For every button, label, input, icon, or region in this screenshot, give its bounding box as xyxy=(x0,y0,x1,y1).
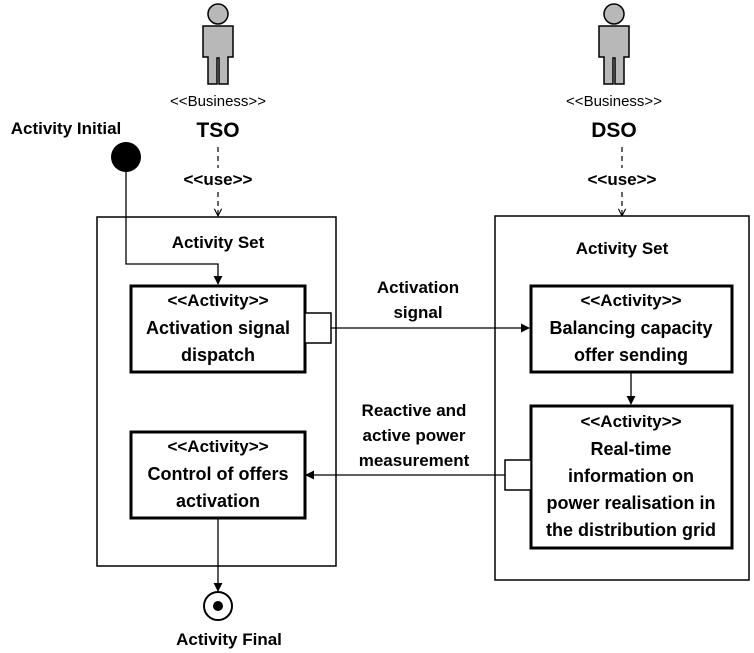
tso-use-label-bg xyxy=(175,168,261,190)
realtime-line-1: Real-time xyxy=(590,439,671,459)
measurement-label-2: active power xyxy=(363,426,466,445)
measurement-label-3: measurement xyxy=(359,451,470,470)
dso-use-label-bg xyxy=(579,168,665,190)
tso-stereotype: <<Business>> xyxy=(170,93,266,110)
tso-actor-icon xyxy=(202,3,234,85)
balancing-line-1: Balancing capacity xyxy=(549,318,712,338)
dso-stereotype: <<Business>> xyxy=(566,93,662,110)
control-line-2: activation xyxy=(176,491,260,511)
activity-control-of-offers-activation xyxy=(129,430,307,520)
dso-actor-icon xyxy=(598,3,630,85)
control-line-1: Control of offers xyxy=(148,464,289,484)
activation-signal-label-2: signal xyxy=(393,303,442,322)
realtime-line-3: power realisation in xyxy=(546,493,715,513)
measurement-label-1: Reactive and xyxy=(362,401,467,420)
activity-activation-signal-dispatch xyxy=(129,284,307,374)
realtime-line-4: the distribution grid xyxy=(546,520,716,540)
control-stereotype: <<Activity>> xyxy=(167,437,268,456)
activation-signal-label-1: Activation xyxy=(377,278,459,297)
initial-node xyxy=(111,142,141,172)
activity-balancing-capacity-offer-sending xyxy=(529,284,734,374)
dispatch-output-pin xyxy=(304,312,332,344)
initial-node-label: Activity Initial xyxy=(11,119,122,138)
realtime-output-pin xyxy=(504,459,532,491)
realtime-line-2: information on xyxy=(568,466,694,486)
dso-activity-set-title: Activity Set xyxy=(576,239,669,258)
final-node-label: Activity Final xyxy=(176,630,282,649)
tso-activity-set-title: Activity Set xyxy=(172,233,265,252)
realtime-stereotype: <<Activity>> xyxy=(580,412,681,431)
tso-use-label: <<use>> xyxy=(183,170,252,189)
balancing-line-2: offer sending xyxy=(574,345,688,365)
balancing-stereotype: <<Activity>> xyxy=(580,291,681,310)
initial-to-dispatch-flow xyxy=(125,172,223,285)
activity-real-time-information xyxy=(529,404,734,550)
final-node-core xyxy=(213,601,223,611)
dispatch-line-2: dispatch xyxy=(181,345,255,365)
dispatch-line-1: Activation signal xyxy=(146,318,290,338)
dso-use-label: <<use>> xyxy=(587,170,656,189)
dispatch-stereotype: <<Activity>> xyxy=(167,291,268,310)
tso-name: TSO xyxy=(196,119,239,142)
dso-name: DSO xyxy=(591,119,637,142)
